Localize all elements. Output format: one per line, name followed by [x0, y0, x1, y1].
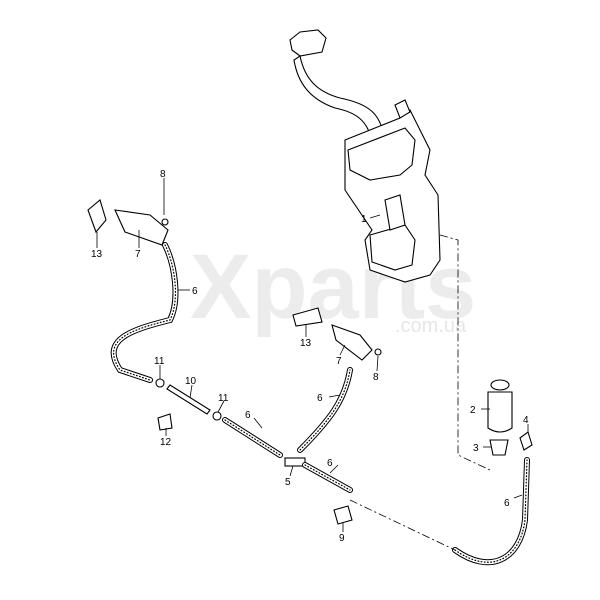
callout-13: 13 [91, 249, 103, 260]
callout-6: 6 [504, 498, 510, 509]
callout-8: 8 [373, 372, 379, 383]
callout-4: 4 [523, 415, 529, 426]
callout-11: 11 [218, 393, 229, 404]
callout-7: 7 [135, 249, 141, 260]
washer-fluid-reservoir [289, 29, 441, 283]
washer-pump [487, 379, 533, 456]
nozzle-left [87, 199, 169, 246]
callout-12: 12 [160, 437, 172, 448]
callout-5: 5 [285, 477, 291, 488]
callout-3: 3 [473, 443, 479, 454]
callout-6: 6 [317, 393, 323, 404]
callout-10: 10 [185, 376, 197, 387]
callout-13: 13 [300, 338, 312, 349]
leader-lines [96, 178, 529, 532]
callout-8: 8 [160, 169, 166, 180]
callout-11: 11 [154, 356, 165, 367]
callout-9: 9 [339, 533, 345, 544]
hoses [110, 242, 530, 566]
watermark-domain: .com.ua [395, 315, 467, 337]
callout-6: 6 [327, 458, 333, 469]
callout-6: 6 [245, 410, 251, 421]
nozzle-right [292, 307, 382, 361]
callout-7: 7 [336, 356, 342, 367]
callout-2: 2 [470, 405, 476, 416]
callout-1: 1 [361, 214, 367, 225]
callout-6: 6 [192, 286, 198, 297]
